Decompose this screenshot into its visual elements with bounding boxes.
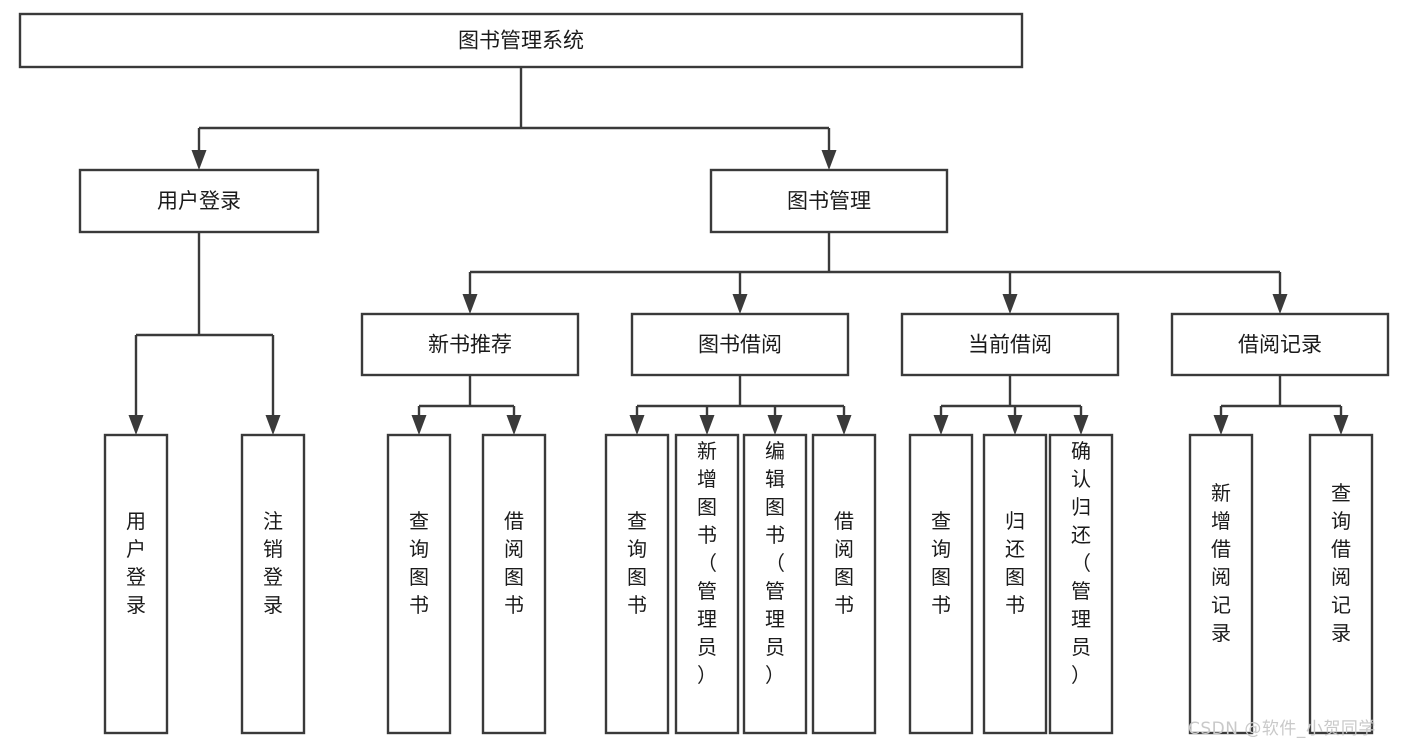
node-leaf-add-record[interactable]: 新增借阅记录	[1188, 433, 1254, 735]
node-label-leaf-query-book-3: 查询图书	[931, 509, 951, 617]
node-box-book-borrow	[630, 312, 850, 377]
arrow-head-icon	[933, 415, 949, 435]
node-label-root: 图书管理系统	[458, 29, 584, 53]
node-leaf-query-book-1[interactable]: 查询图书	[386, 433, 452, 735]
arrow-head-icon	[1007, 415, 1023, 435]
connector-layer	[128, 67, 1349, 435]
arrow-head-icon	[732, 294, 748, 314]
node-box-leaf-add-record	[1188, 433, 1254, 735]
arrow-head-icon	[767, 415, 783, 435]
node-label-leaf-add-book: 新增图书（管理员）	[697, 439, 717, 687]
node-leaf-edit-book[interactable]: 编辑图书（管理员）	[742, 433, 808, 735]
node-user-login[interactable]: 用户登录	[78, 168, 320, 234]
node-leaf-borrow-book-2[interactable]: 借阅图书	[811, 433, 877, 735]
node-box-leaf-query-book-1	[386, 433, 452, 735]
arrow-head-icon	[699, 415, 715, 435]
node-box-leaf-borrow-book-2	[811, 433, 877, 735]
arrow-head-icon	[265, 415, 281, 435]
arrow-head-icon	[191, 150, 207, 170]
arrow-head-icon	[1333, 415, 1349, 435]
node-root[interactable]: 图书管理系统	[18, 12, 1024, 69]
connector-group-current-borrow	[933, 375, 1089, 435]
node-box-leaf-query-book-2	[604, 433, 670, 735]
node-box-leaf-return-book	[982, 433, 1048, 735]
connector-group-book-borrow	[629, 375, 852, 435]
node-leaf-user-login[interactable]: 用户登录	[103, 433, 169, 735]
node-box-leaf-query-record	[1308, 433, 1374, 735]
node-leaf-query-record[interactable]: 查询借阅记录	[1308, 433, 1374, 735]
node-new-book-rec[interactable]: 新书推荐	[360, 312, 580, 377]
connector-group-root	[191, 67, 837, 170]
node-leaf-add-book[interactable]: 新增图书（管理员）	[674, 433, 740, 735]
arrow-head-icon	[1213, 415, 1229, 435]
node-label-book-manage: 图书管理	[787, 189, 871, 213]
arrow-head-icon	[629, 415, 645, 435]
node-label-leaf-return-book: 归还图书	[1005, 509, 1025, 617]
node-box-leaf-confirm-return	[1048, 433, 1114, 735]
node-label-user-login: 用户登录	[157, 189, 241, 213]
node-layer: 图书管理系统用户登录图书管理新书推荐图书借阅当前借阅借阅记录用户登录注销登录查询…	[18, 12, 1390, 735]
node-label-current-borrow: 当前借阅	[968, 333, 1052, 357]
arrow-head-icon	[1002, 294, 1018, 314]
arrow-head-icon	[1073, 415, 1089, 435]
connector-group-user-login	[128, 232, 281, 435]
arrow-head-icon	[506, 415, 522, 435]
arrow-head-icon	[836, 415, 852, 435]
node-label-leaf-query-book-1: 查询图书	[409, 509, 429, 617]
node-label-leaf-user-login: 用户登录	[126, 509, 146, 617]
node-label-leaf-borrow-book-2: 借阅图书	[834, 509, 854, 617]
node-leaf-user-logout[interactable]: 注销登录	[240, 433, 306, 735]
node-label-leaf-add-record: 新增借阅记录	[1211, 481, 1231, 645]
node-leaf-query-book-2[interactable]: 查询图书	[604, 433, 670, 735]
node-current-borrow[interactable]: 当前借阅	[900, 312, 1120, 377]
node-box-leaf-borrow-book-1	[481, 433, 547, 735]
node-box-leaf-user-login	[103, 433, 169, 735]
node-label-leaf-borrow-book-1: 借阅图书	[504, 509, 524, 617]
watermark-label: CSDN @软件_小贺同学	[1188, 719, 1376, 739]
node-box-current-borrow	[900, 312, 1120, 377]
arrow-head-icon	[821, 150, 837, 170]
node-leaf-borrow-book-1[interactable]: 借阅图书	[481, 433, 547, 735]
node-box-borrow-record	[1170, 312, 1390, 377]
arrow-head-icon	[411, 415, 427, 435]
connector-group-borrow-record	[1213, 375, 1349, 435]
node-label-new-book-rec: 新书推荐	[428, 333, 512, 357]
node-borrow-record[interactable]: 借阅记录	[1170, 312, 1390, 377]
node-book-borrow[interactable]: 图书借阅	[630, 312, 850, 377]
node-box-root	[18, 12, 1024, 69]
node-box-book-manage	[709, 168, 949, 234]
node-label-leaf-query-record: 查询借阅记录	[1331, 481, 1351, 645]
node-leaf-return-book[interactable]: 归还图书	[982, 433, 1048, 735]
arrow-head-icon	[1272, 294, 1288, 314]
node-label-leaf-edit-book: 编辑图书（管理员）	[765, 439, 785, 687]
node-box-leaf-user-logout	[240, 433, 306, 735]
connector-group-new-book-rec	[411, 375, 522, 435]
node-leaf-query-book-3[interactable]: 查询图书	[908, 433, 974, 735]
node-box-leaf-query-book-3	[908, 433, 974, 735]
node-box-leaf-add-book	[674, 433, 740, 735]
node-box-new-book-rec	[360, 312, 580, 377]
arrow-head-icon	[128, 415, 144, 435]
node-label-leaf-user-logout: 注销登录	[263, 509, 283, 617]
node-label-leaf-query-book-2: 查询图书	[627, 509, 647, 617]
node-box-user-login	[78, 168, 320, 234]
node-box-leaf-edit-book	[742, 433, 808, 735]
node-leaf-confirm-return[interactable]: 确认归还（管理员）	[1048, 433, 1114, 735]
node-book-manage[interactable]: 图书管理	[709, 168, 949, 234]
arrow-head-icon	[462, 294, 478, 314]
node-label-leaf-confirm-return: 确认归还（管理员）	[1071, 439, 1091, 687]
connector-group-book-manage	[462, 232, 1288, 314]
node-label-book-borrow: 图书借阅	[698, 333, 782, 357]
node-label-borrow-record: 借阅记录	[1238, 333, 1322, 357]
